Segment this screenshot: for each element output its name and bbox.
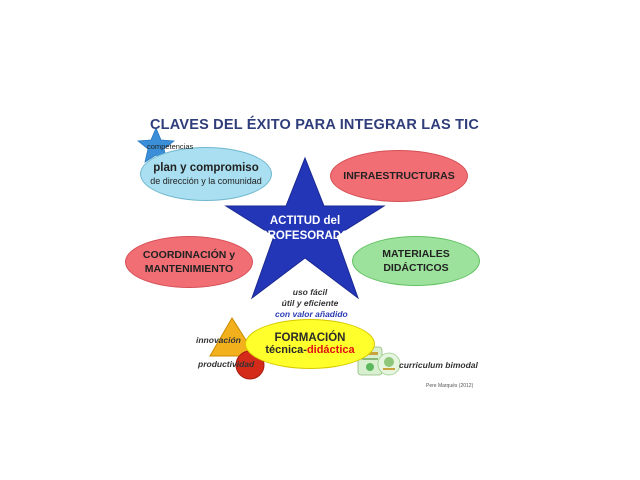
uso-note: uso fácil útil y eficiente con valor aña… (275, 287, 348, 320)
plan-line2: de dirección y la comunidad (150, 176, 262, 186)
coordinacion-line1: COORDINACIÓN y (142, 249, 236, 261)
formacion-line2: técnica-didáctica (265, 344, 354, 356)
plan-compromiso-node: plan y compromiso de dirección y la comu… (140, 147, 272, 201)
uso-line2: útil y eficiente (281, 298, 339, 308)
infraestructuras-node: INFRAESTRUCTURAS (330, 150, 468, 202)
innovacion-label: innovación (196, 335, 241, 345)
triangle-icon (209, 317, 257, 357)
thumbnail-images-icon (357, 346, 401, 376)
productividad-label: productividad (198, 359, 255, 369)
formacion-didactica: didáctica (306, 344, 355, 356)
central-label: ACTITUD del PROFESORADO (255, 214, 355, 244)
central-star-icon (224, 156, 386, 300)
uso-line1: uso fácil (292, 287, 328, 297)
central-label-line2: PROFESORADO (259, 230, 351, 242)
coordinacion-line2: MANTENIMIENTO (144, 263, 234, 275)
credit-label: Pere Marquès (2012) (426, 383, 474, 389)
uso-line3: con valor añadido (275, 309, 348, 319)
materiales-line1: MATERIALES (382, 248, 450, 260)
coordinacion-node: COORDINACIÓN y MANTENIMIENTO (125, 236, 253, 288)
plan-line1: plan y compromiso (153, 162, 259, 174)
materiales-node: MATERIALES DIDÁCTICOS (352, 236, 480, 286)
central-label-line1: ACTITUD del (269, 215, 341, 227)
materiales-line2: DIDÁCTICOS (383, 262, 449, 274)
competencias-label: competencias (147, 142, 194, 151)
formacion-node: FORMACIÓN técnica-didáctica (245, 319, 375, 369)
infraestructuras-label: INFRAESTRUCTURAS (343, 170, 455, 182)
page-title: CLAVES DEL ÉXITO PARA INTEGRAR LAS TIC (150, 117, 480, 133)
curriculum-label: curriculum bimodal (399, 360, 478, 370)
formacion-tecnica: técnica- (265, 344, 307, 356)
formacion-line1: FORMACIÓN (274, 332, 346, 344)
